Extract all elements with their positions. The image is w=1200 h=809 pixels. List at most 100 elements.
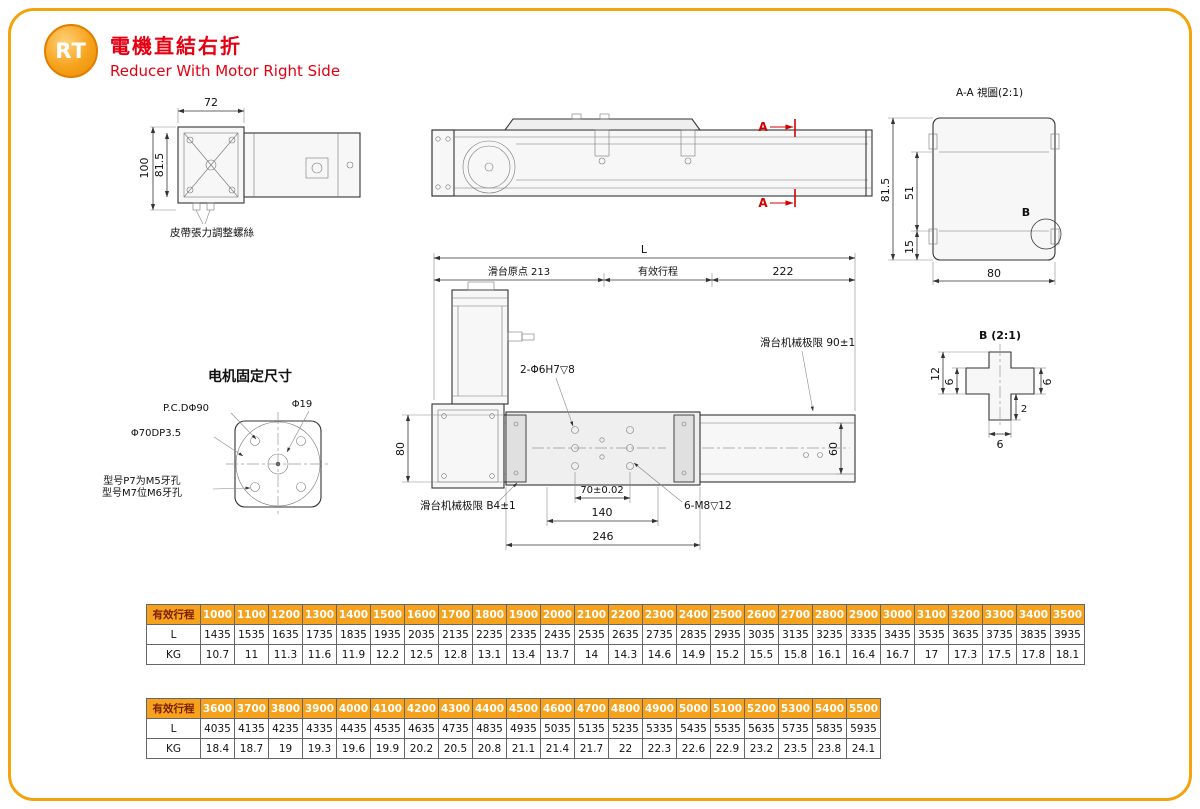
dim-72: 72	[204, 96, 218, 109]
table-cell: 2400	[676, 604, 711, 625]
table-cell: 19.3	[302, 738, 337, 759]
table-cell: 2200	[608, 604, 643, 625]
table-cell: 11.6	[302, 644, 337, 665]
table-cell: 3335	[846, 624, 881, 645]
dia19-label: Φ19	[292, 399, 313, 410]
table-cell: 3035	[744, 624, 779, 645]
table-cell: 4935	[506, 718, 541, 739]
table-cell: 4200	[404, 698, 439, 719]
table-cell: 4900	[642, 698, 677, 719]
table-cell: 2100	[574, 604, 609, 625]
row-header: L	[146, 718, 201, 739]
table-cell: 17.8	[1016, 644, 1051, 665]
section-aa-drawing: A-A 視圖(2:1) 81.5 51 15 80 B	[879, 86, 1062, 285]
table-cell: 4300	[438, 698, 473, 719]
page-title-en: Reducer With Motor Right Side	[110, 62, 341, 80]
flange-title: 电机固定尺寸	[208, 368, 292, 385]
table-cell: 2735	[642, 624, 677, 645]
table-cell: 14.3	[608, 644, 643, 665]
side-view-drawing: A A	[431, 113, 873, 210]
dim-100: 100	[138, 158, 151, 179]
end-view-drawing: 72 100 81.5 皮帶張力調整螺絲	[138, 96, 361, 239]
table-cell: 3535	[914, 624, 949, 645]
table-cell: 3700	[234, 698, 269, 719]
table-cell: 3735	[982, 624, 1017, 645]
dim-60: 60	[827, 442, 840, 456]
table-cell: 1300	[302, 604, 337, 625]
table-cell: 2235	[472, 624, 507, 645]
table-cell: 5135	[574, 718, 609, 739]
table-cell: 19	[268, 738, 303, 759]
table-cell: 2300	[642, 604, 677, 625]
table-cell: 1700	[438, 604, 473, 625]
table-cell: 18.7	[234, 738, 269, 759]
table-cell: 1835	[336, 624, 371, 645]
table-cell: 5235	[608, 718, 643, 739]
limit-left-label: 滑台机械极限 B4±1	[420, 499, 516, 512]
table-cell: 5635	[744, 718, 779, 739]
table-cell: 2535	[574, 624, 609, 645]
dim-effective-stroke: 有效行程	[638, 265, 678, 278]
table-cell: 5835	[812, 718, 847, 739]
dim-815-section: 81.5	[879, 178, 892, 203]
table-cell: 18.1	[1050, 644, 1085, 665]
table-cell: 12.8	[438, 644, 473, 665]
table-cell: 4000	[336, 698, 371, 719]
page-title-zh: 電機直結右折	[110, 34, 242, 58]
row-header: 有效行程	[146, 698, 201, 719]
table-cell: 1435	[200, 624, 235, 645]
belt-tension-label: 皮帶張力調整螺絲	[170, 226, 254, 239]
table-cell: 3600	[200, 698, 235, 719]
plan-view-drawing: L 滑台原点 213 有效行程 222 滑台机械极限 90±1 2-Φ6H7▽8…	[394, 243, 856, 550]
table-cell: 4635	[404, 718, 439, 739]
table-cell: 2835	[676, 624, 711, 645]
table-cell: 2135	[438, 624, 473, 645]
table-cell: 14	[574, 644, 609, 665]
row-header: KG	[146, 644, 201, 665]
dim-51: 51	[903, 186, 916, 200]
table-cell: 5335	[642, 718, 677, 739]
table-cell: 13.1	[472, 644, 507, 665]
pin-hole-label: 2-Φ6H7▽8	[520, 364, 575, 376]
table-cell: 18.4	[200, 738, 235, 759]
table-cell: 11.9	[336, 644, 371, 665]
table-cell: 5035	[540, 718, 575, 739]
dim-81-5: 81.5	[153, 153, 166, 178]
table-cell: 2600	[744, 604, 779, 625]
table-cell: 1800	[472, 604, 507, 625]
dim-2: 2	[1021, 404, 1027, 415]
limit-right-label: 滑台机械极限 90±1	[760, 336, 855, 349]
table-cell: 11.3	[268, 644, 303, 665]
table-cell: 2935	[710, 624, 745, 645]
table-cell: 2000	[540, 604, 575, 625]
table-cell: 3835	[1016, 624, 1051, 645]
table-cell: 19.9	[370, 738, 405, 759]
table-cell: 1200	[268, 604, 303, 625]
section-aa-title: A-A 視圖(2:1)	[956, 86, 1023, 99]
table-cell: 5735	[778, 718, 813, 739]
table-cell: 4400	[472, 698, 507, 719]
dim-6-left: 6	[943, 379, 956, 386]
table-cell: 4135	[234, 718, 269, 739]
table-cell: 17	[914, 644, 949, 665]
table-cell: 2335	[506, 624, 541, 645]
table-cell: 3435	[880, 624, 915, 645]
table-cell: 11	[234, 644, 269, 665]
table-cell: 1100	[234, 604, 269, 625]
table-cell: 4800	[608, 698, 643, 719]
table-cell: 20.2	[404, 738, 439, 759]
table-cell: 15.8	[778, 644, 813, 665]
table-cell: 1735	[302, 624, 337, 645]
table-cell: 2800	[812, 604, 847, 625]
dim-70: 70±0.02	[580, 485, 623, 496]
screw-hole-label: 6-M8▽12	[684, 500, 732, 512]
table-cell: 23.5	[778, 738, 813, 759]
table-cell: 4535	[370, 718, 405, 739]
table-cell: 3200	[948, 604, 983, 625]
